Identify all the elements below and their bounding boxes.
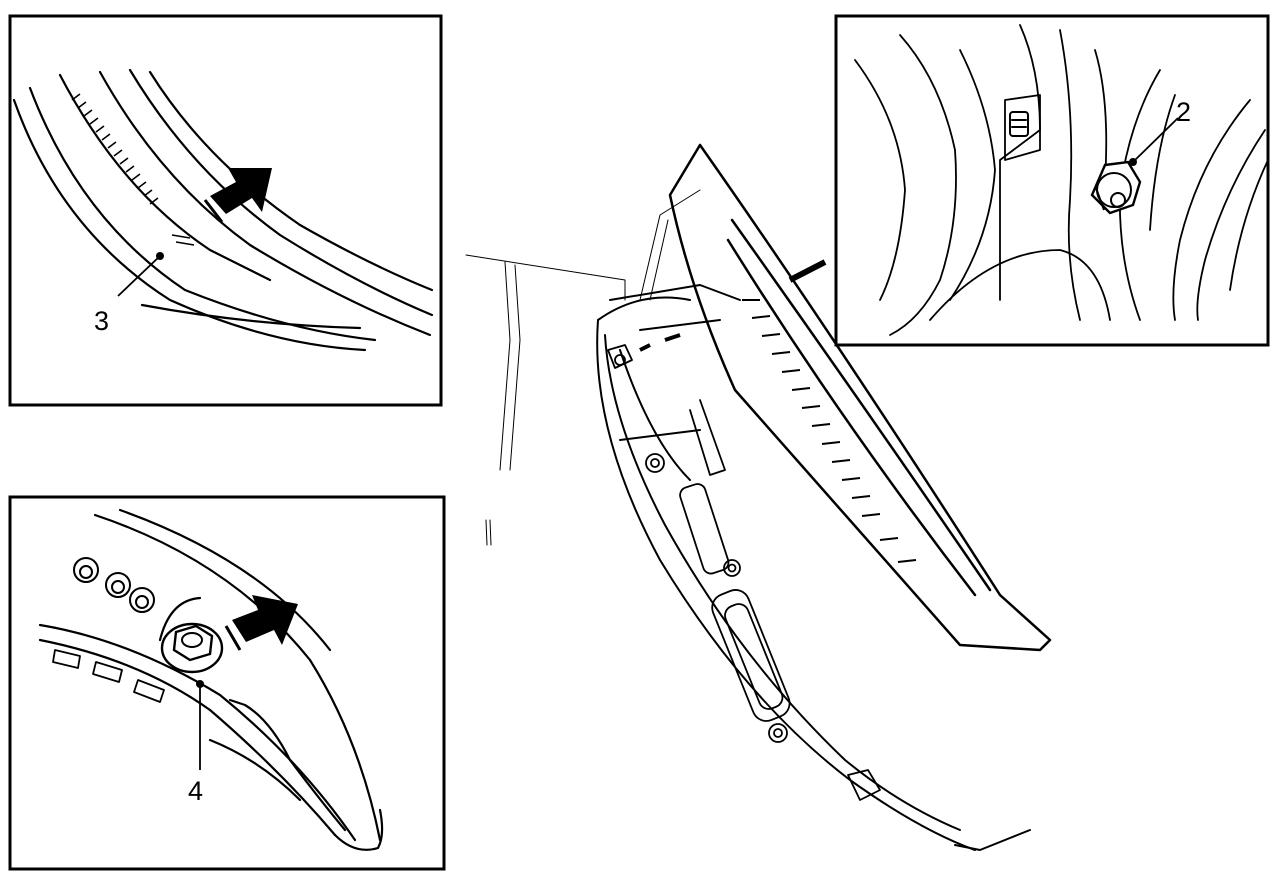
main-assembly-view xyxy=(465,143,1052,851)
trim-strip-serrations xyxy=(742,299,917,563)
inset-nut-body-lines xyxy=(854,24,1269,336)
small-fastener-heads xyxy=(73,557,155,613)
panel-fastener-holes xyxy=(614,354,788,743)
trim-slots xyxy=(52,649,165,703)
background-body-lines xyxy=(465,189,701,546)
thick-block-arrow-icon xyxy=(203,168,272,223)
inset-frame xyxy=(834,14,1270,347)
stud-bolt xyxy=(1009,111,1029,137)
callout-label-3: 3 xyxy=(94,306,109,336)
inset-nut: 2 xyxy=(834,14,1270,347)
inset-bolt-trim-lines xyxy=(38,508,384,851)
inset-bolt: 4 xyxy=(8,495,446,871)
callout-label-4: 4 xyxy=(188,776,203,806)
inset-frame xyxy=(8,495,446,871)
inset-clip-serrations xyxy=(71,93,195,246)
inset-trim-lines xyxy=(12,68,434,352)
callout-3: 3 xyxy=(94,252,164,336)
panel-slots xyxy=(607,344,881,801)
hex-nut xyxy=(1090,160,1142,215)
trim-strip xyxy=(668,143,1052,652)
flange-bolt xyxy=(160,622,224,674)
inset-trim-clip: 3 xyxy=(8,14,443,407)
callout-2: 2 xyxy=(1129,97,1191,166)
callout-4: 4 xyxy=(188,680,204,806)
callout-label-2: 2 xyxy=(1176,97,1191,127)
thick-block-arrow-icon xyxy=(224,595,298,651)
leader-to-nut-inset xyxy=(639,259,827,352)
